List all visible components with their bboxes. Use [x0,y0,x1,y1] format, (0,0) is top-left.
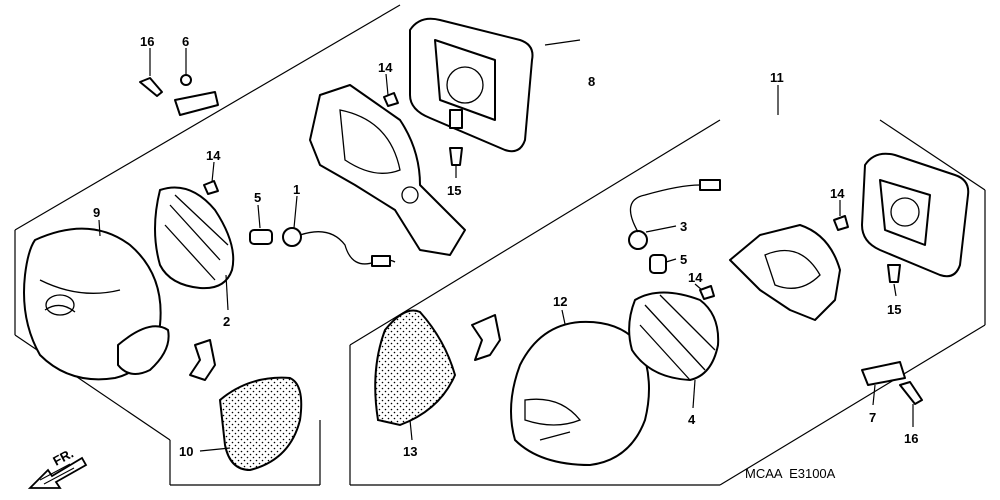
diagram-code: MCAA E3100A [745,466,836,481]
callout-15-right: 15 [887,302,901,317]
mirror-glass-left [409,17,534,153]
screw-15-left [449,147,463,166]
callout-16-left: 16 [140,34,154,49]
mirror-cover-right [510,320,650,466]
inner-shell-right [374,309,457,427]
callout-3: 3 [680,219,687,234]
turn-signal-right [628,291,720,381]
front-direction-arrow: FR. [27,446,88,489]
callout-2: 2 [223,314,230,329]
callout-14-top: 14 [378,60,393,75]
clip-right [471,314,501,361]
callout-15-left: 15 [447,183,461,198]
turn-signal-left [154,186,235,290]
plate-left [174,91,219,116]
nut-left [180,74,192,86]
right-group-frame [349,119,986,486]
screw-16-right [899,381,923,405]
callout-14-right-top: 14 [830,186,845,201]
bulb-left [249,229,273,245]
bulb-right [649,254,667,274]
callout-8: 8 [588,74,595,89]
socket-harness-left [282,227,396,267]
clip-left [189,339,216,381]
callout-6: 6 [182,34,189,49]
callout-5-right: 5 [680,252,687,267]
mirror-cover-left [23,227,170,381]
callout-14-left: 14 [206,148,221,163]
callout-16-right: 16 [904,431,918,446]
callout-7: 7 [869,410,876,425]
screw-14-c [833,215,849,231]
callout-10: 10 [179,444,193,459]
screw-15-right [887,264,901,283]
plate-right [861,361,906,386]
callout-1: 1 [293,182,300,197]
inner-cover-left [218,376,303,472]
socket-harness-right [628,179,721,250]
callout-9: 9 [93,205,100,220]
callout-12: 12 [553,294,567,309]
callout-11: 11 [770,70,784,85]
screw-14-b [203,180,219,195]
callout-14-right: 14 [688,270,703,285]
screw-14-d [699,285,715,300]
screw-14-a [383,92,399,107]
callouts: 16 6 14 8 11 14 15 5 1 9 14 3 5 14 12 15… [93,34,918,459]
callout-13: 13 [403,444,417,459]
callout-4: 4 [688,412,696,427]
mirror-bracket-left [309,84,466,256]
mirror-bracket-right [729,224,841,321]
mirror-glass-right [861,152,970,278]
screw-16-left [139,77,163,97]
leader-lines [98,48,914,452]
callout-5-left: 5 [254,190,261,205]
